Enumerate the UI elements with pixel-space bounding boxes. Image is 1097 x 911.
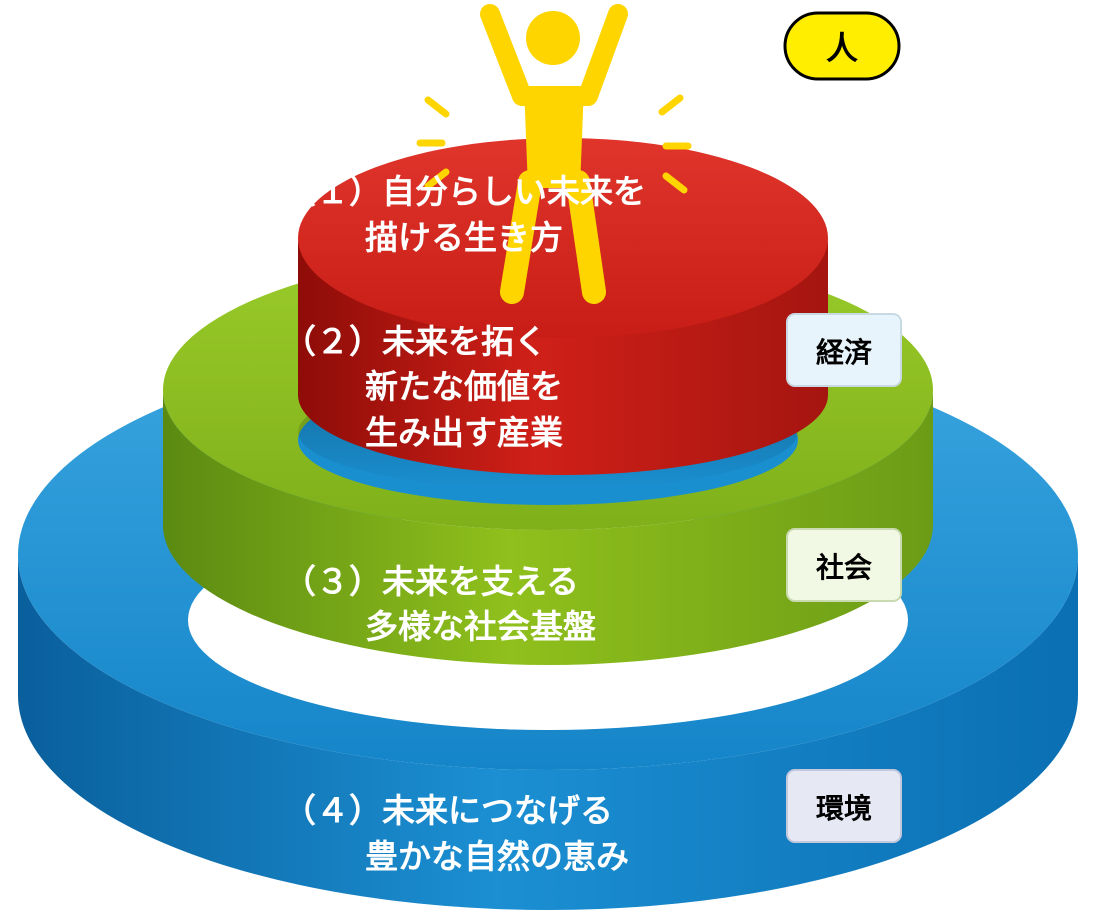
environment-badge: 環境: [786, 769, 902, 843]
society-ring-side: [163, 390, 933, 665]
tier-1-line-1: （１）自分らしい未来を: [283, 172, 646, 211]
tier-1-line-2: 描ける生き方: [365, 218, 563, 257]
person-badge-label: 人: [826, 29, 858, 67]
tier-2-text: （２）未来を拓く 新たな価値を 生み出す産業: [283, 322, 563, 452]
life-cylinder-side: [298, 238, 828, 475]
tier-2-line-2: 新たな価値を: [365, 367, 563, 406]
tier-3-line-2: 多様な社会基盤: [365, 607, 596, 646]
environment-badge-label: 環境: [816, 792, 872, 825]
tier-3-line-1: （３）未来を支える: [283, 562, 579, 601]
sparkle-rays-icon: [416, 94, 692, 194]
person-arms-raised-icon: [416, 4, 692, 304]
tier-4-text: （４）未来につなげる 豊かな自然の恵み: [283, 791, 629, 876]
tier-4-line-1: （４）未来につなげる: [283, 791, 613, 830]
tier-4-line-2: 豊かな自然の恵み: [365, 837, 629, 876]
tier-1-text: （１）自分らしい未来を 描ける生き方: [283, 172, 646, 257]
tier-3-text: （３）未来を支える 多様な社会基盤: [283, 562, 596, 646]
economy-badge-label: 経済: [816, 336, 873, 369]
tier-2-line-1: （２）未来を拓く: [283, 322, 547, 361]
society-badge: 社会: [786, 528, 902, 602]
person-badge: 人: [783, 11, 901, 81]
tier-2-line-3: 生み出す産業: [365, 413, 563, 452]
society-badge-label: 社会: [816, 551, 872, 584]
economy-badge: 経済: [786, 313, 902, 387]
